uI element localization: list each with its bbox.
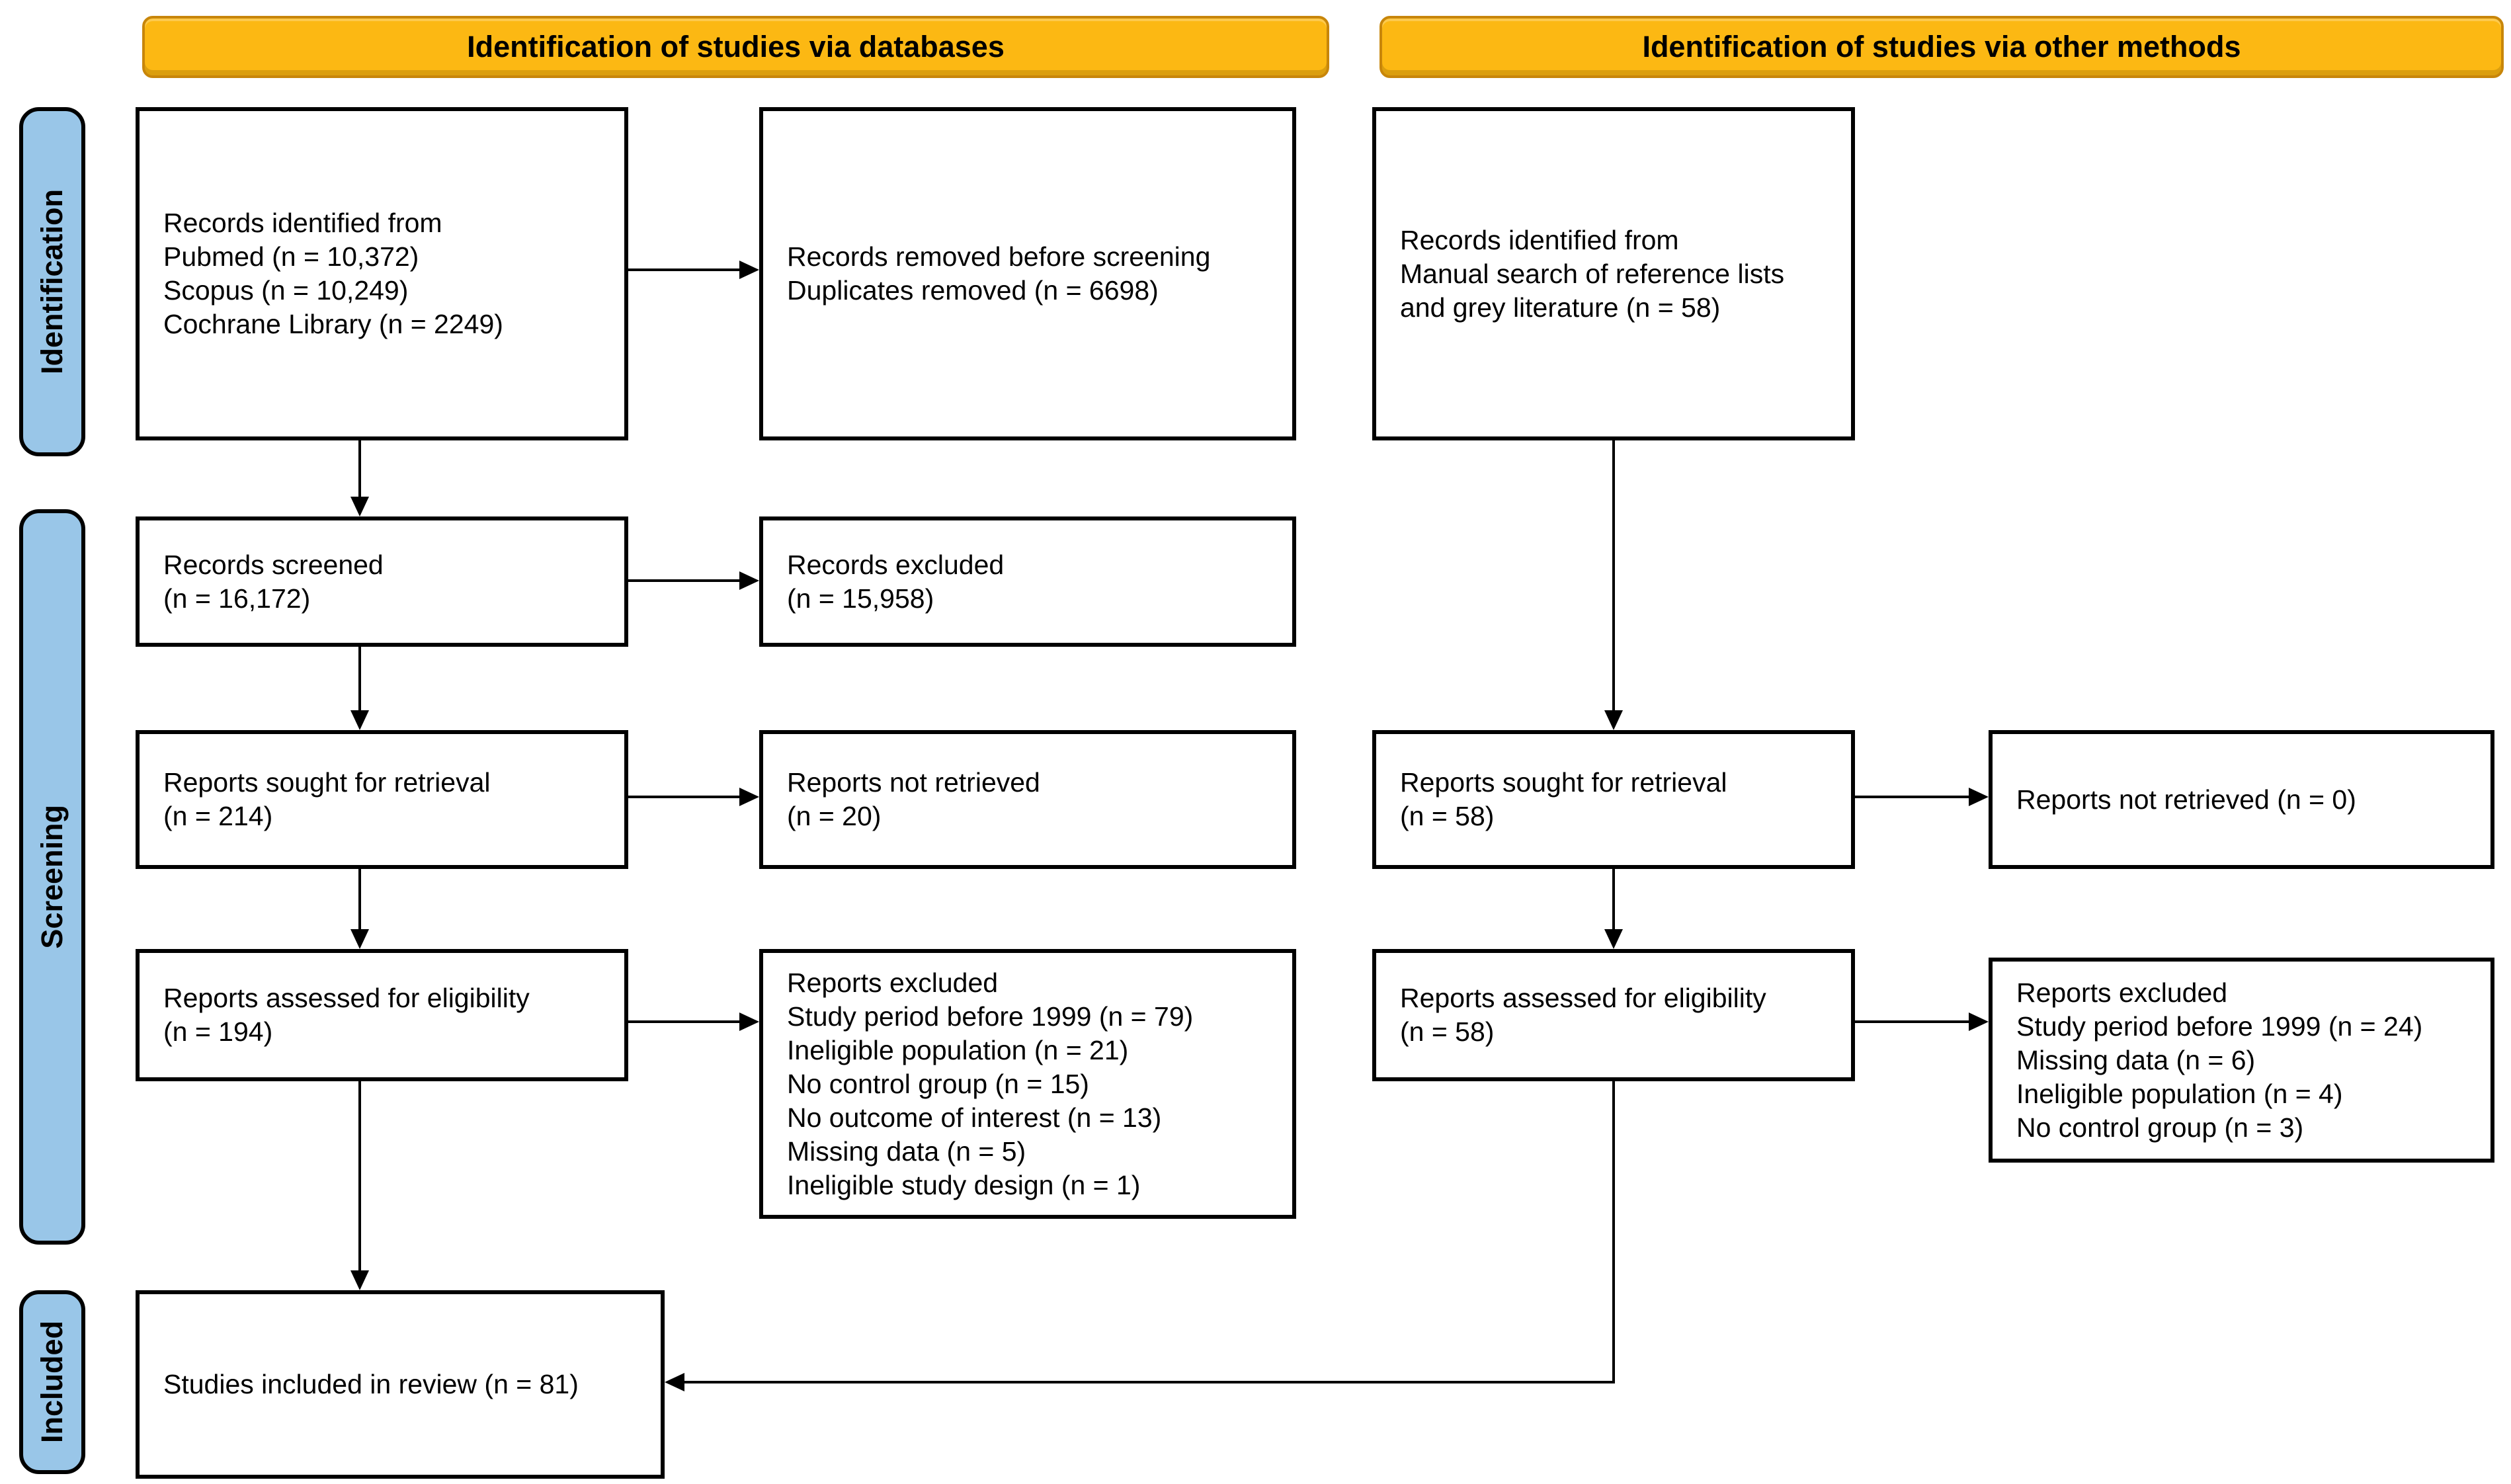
arrow-assessed-to-included-line xyxy=(358,1081,361,1270)
arrow-other-assessed-elbow-vertical xyxy=(1612,1081,1615,1383)
banner-databases-label: Identification of studies via databases xyxy=(467,30,1005,63)
box-records-identified-other-methods: Records identified from Manual search of… xyxy=(1372,107,1855,440)
box-records-removed-before-screening: Records removed before screening Duplica… xyxy=(759,107,1296,440)
stage-label-screening: Screening xyxy=(19,509,85,1245)
arrow-other-sought-to-not-retrieved-head xyxy=(1969,788,1989,806)
stage-screening-text: Screening xyxy=(35,805,69,949)
stage-included-text: Included xyxy=(35,1321,69,1444)
arrow-other-sought-to-assessed-head xyxy=(1604,929,1623,949)
arrow-screened-to-sought-head xyxy=(350,710,369,730)
box-reports-assessed-databases: Reports assessed for eligibility (n = 19… xyxy=(136,949,628,1081)
box-reports-assessed-other: Reports assessed for eligibility (n = 58… xyxy=(1372,949,1855,1081)
arrow-screened-to-sought-line xyxy=(358,647,361,710)
box-records-excluded: Records excluded (n = 15,958) xyxy=(759,516,1296,647)
arrow-other-identified-to-sought-line xyxy=(1612,440,1615,710)
arrow-assessed-to-excluded-line xyxy=(628,1020,739,1023)
arrow-identified-to-removed-head xyxy=(739,261,759,279)
arrow-assessed-to-included-head xyxy=(350,1270,369,1290)
stage-label-included: Included xyxy=(19,1290,85,1474)
arrow-other-assessed-to-included-head xyxy=(665,1373,684,1391)
box-records-identified-databases: Records identified from Pubmed (n = 10,3… xyxy=(136,107,628,440)
arrow-assessed-to-excluded-head xyxy=(739,1012,759,1031)
arrow-screened-to-excluded-head xyxy=(739,571,759,590)
box-reports-excluded-other: Reports excluded Study period before 199… xyxy=(1989,958,2494,1163)
arrow-sought-to-not-retrieved-line xyxy=(628,796,739,798)
arrow-other-assessed-elbow-horizontal xyxy=(684,1381,1615,1383)
arrow-identified-to-screened-head xyxy=(350,497,369,516)
box-reports-excluded-databases: Reports excluded Study period before 199… xyxy=(759,949,1296,1219)
arrow-sought-to-assessed-head xyxy=(350,929,369,949)
stage-label-identification: Identification xyxy=(19,107,85,456)
arrow-other-sought-to-assessed-line xyxy=(1612,869,1615,929)
arrow-other-sought-to-not-retrieved-line xyxy=(1855,796,1969,798)
arrow-identified-to-removed-line xyxy=(628,268,739,271)
stage-identification-text: Identification xyxy=(35,189,69,374)
box-reports-sought-databases: Reports sought for retrieval (n = 214) xyxy=(136,730,628,869)
banner-other-methods-label: Identification of studies via other meth… xyxy=(1642,30,2241,63)
arrow-other-identified-to-sought-head xyxy=(1604,710,1623,730)
box-records-screened: Records screened (n = 16,172) xyxy=(136,516,628,647)
arrow-other-assessed-to-excluded-head xyxy=(1969,1012,1989,1031)
box-reports-not-retrieved-databases: Reports not retrieved (n = 20) xyxy=(759,730,1296,869)
box-reports-not-retrieved-other: Reports not retrieved (n = 0) xyxy=(1989,730,2494,869)
arrow-sought-to-not-retrieved-head xyxy=(739,788,759,806)
banner-identification-via-databases: Identification of studies via databases xyxy=(142,16,1329,78)
arrow-screened-to-excluded-line xyxy=(628,579,739,582)
arrow-sought-to-assessed-line xyxy=(358,869,361,929)
arrow-other-assessed-to-excluded-line xyxy=(1855,1020,1969,1023)
arrow-identified-to-screened-line xyxy=(358,440,361,497)
box-reports-sought-other: Reports sought for retrieval (n = 58) xyxy=(1372,730,1855,869)
box-studies-included-in-review: Studies included in review (n = 81) xyxy=(136,1290,665,1479)
banner-identification-via-other-methods: Identification of studies via other meth… xyxy=(1379,16,2504,78)
